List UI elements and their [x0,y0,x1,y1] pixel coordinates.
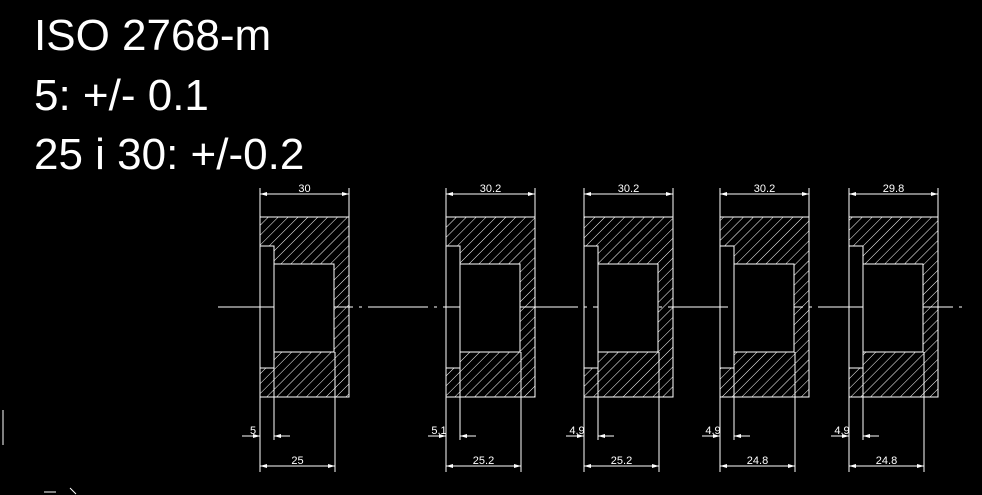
inner-pocket [733,263,795,353]
tolerance-standard-title: ISO 2768-m [34,11,272,60]
top-width-label: 30.2 [480,183,501,195]
inner-pocket [459,263,521,353]
bottom-width-label: 25 [291,455,303,467]
top-width-label: 30.2 [754,183,775,195]
tolerance-note-5: 5: +/- 0.1 [34,71,209,120]
ucs-icon [2,410,77,495]
inner-pocket [862,263,924,353]
tolerance-note-25-30: 25 i 30: +/-0.2 [34,130,305,179]
bottom-width-label: 24.8 [747,455,768,467]
step-label: 5 [250,425,256,437]
top-width-label: 29.8 [883,183,904,195]
part-section-3: 30.2 25.2 4.9 [566,183,674,472]
inner-pocket [273,263,335,353]
top-width-label: 30.2 [618,183,639,195]
step-label: 4.9 [569,425,584,437]
part-section-1: 30 25 5 [242,183,350,472]
inner-pocket [597,263,659,353]
step-label: 4.9 [834,425,849,437]
bottom-width-label: 25.2 [473,455,494,467]
part-section-4: 30.2 24.8 4.9 [702,183,810,472]
step-label: 5.1 [431,425,446,437]
bottom-width-label: 25.2 [611,455,632,467]
part-section-5: 29.8 24.8 4.9 [831,183,939,472]
part-section-2: 30.2 25.2 5.1 [428,183,536,472]
bottom-width-label: 24.8 [876,455,897,467]
top-width-label: 30 [298,183,310,195]
step-label: 4.9 [705,425,720,437]
